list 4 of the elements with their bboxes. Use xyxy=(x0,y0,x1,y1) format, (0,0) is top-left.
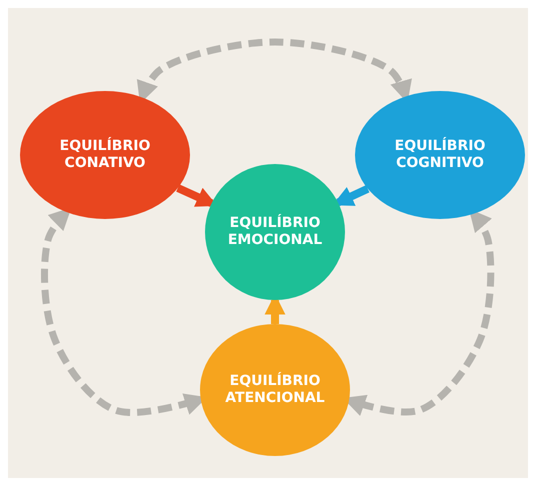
node-label: EQUILÍBRIO COGNITIVO xyxy=(394,138,486,172)
node-label: EQUILÍBRIO EMOCIONAL xyxy=(226,214,324,250)
node-label: EQUILÍBRIO ATENCIONAL xyxy=(224,372,326,408)
node-label: EQUILÍBRIO CONATIVO xyxy=(58,138,152,172)
